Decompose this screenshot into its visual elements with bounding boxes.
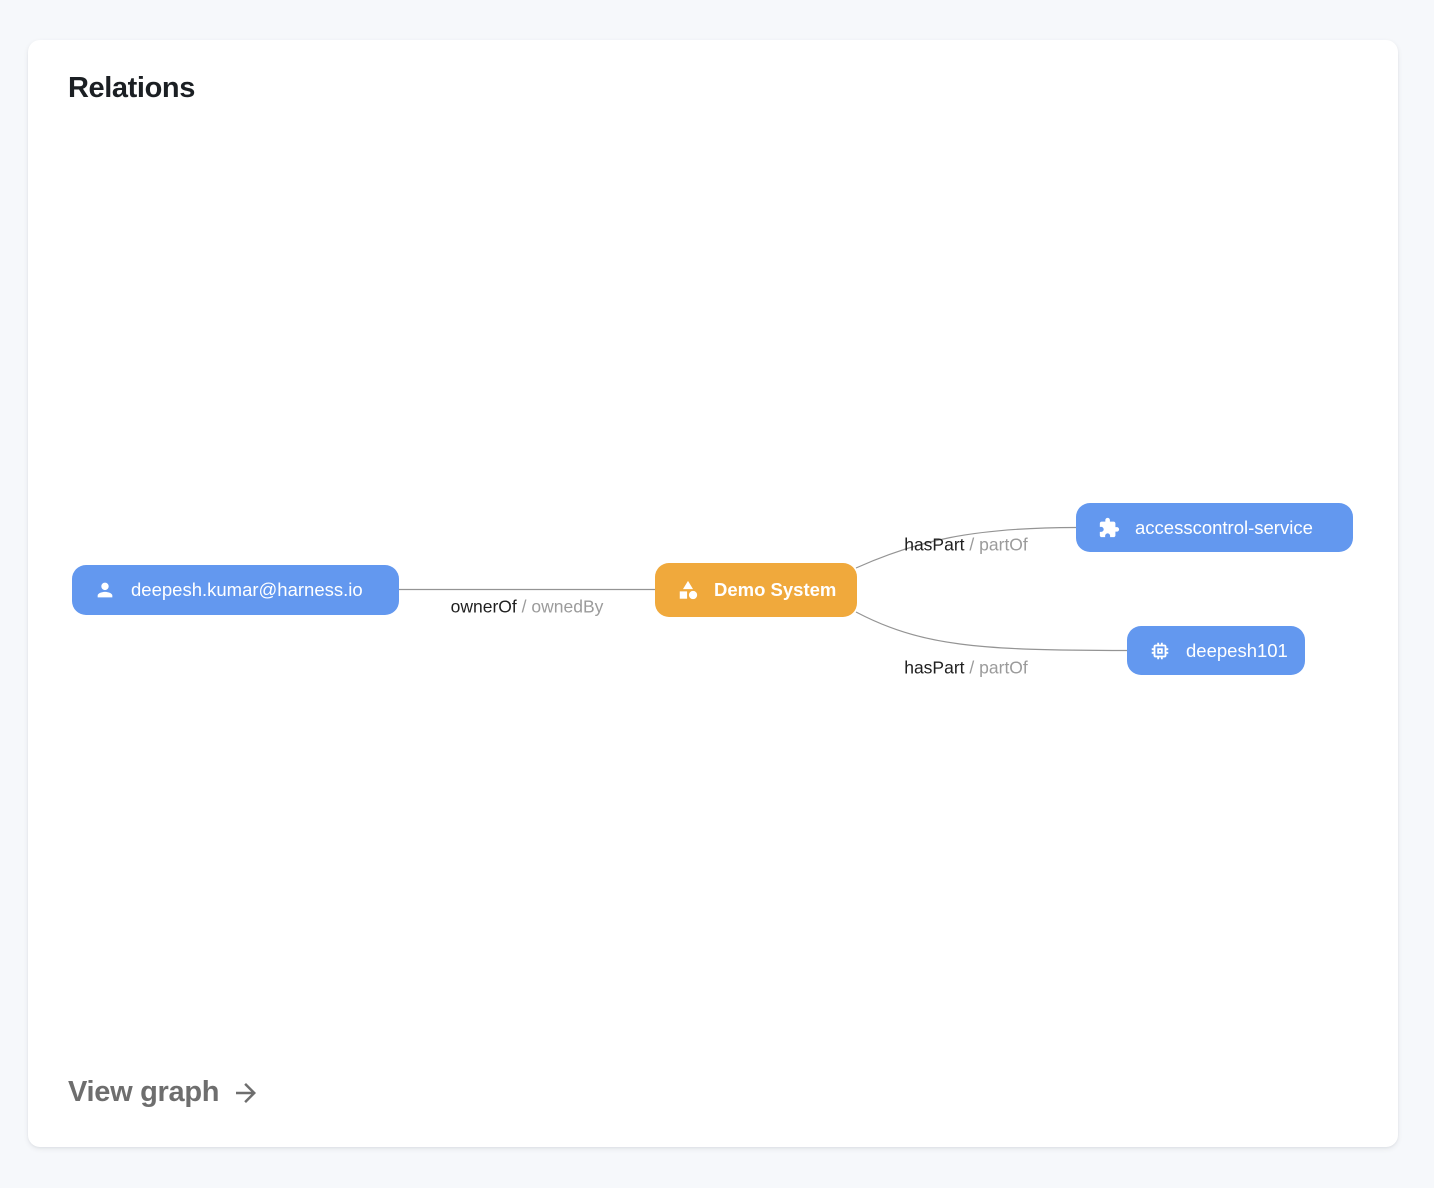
edge-label-primary: hasPart: [904, 534, 965, 555]
extension-icon: [1098, 517, 1120, 539]
view-graph-label: View graph: [68, 1076, 220, 1108]
graph-node-label: Demo System: [714, 579, 837, 600]
edge-haspart-top-line: [855, 526, 1077, 569]
relation-edges: [399, 526, 1128, 652]
edge-label-secondary: ownedBy: [531, 596, 604, 617]
arrow-right-icon: [231, 1078, 261, 1108]
graph-node-label: accesscontrol-service: [1135, 516, 1313, 538]
card-title: Relations: [68, 72, 195, 104]
category-icon: [677, 579, 699, 601]
memory-icon: [1149, 640, 1171, 662]
edge-haspart-bottom-line: [855, 611, 1128, 652]
edge-label-primary: ownerOf: [450, 596, 517, 617]
edge-label-secondary: partOf: [979, 534, 1028, 555]
view-graph-link[interactable]: View graph: [68, 1076, 261, 1109]
graph-node-service[interactable]: accesscontrol-service: [1076, 503, 1353, 552]
relations-card: Relations deepesh.kumar@harness.io Demo …: [28, 40, 1398, 1147]
edge-label-haspart-top: hasPart / partOf: [904, 534, 1028, 555]
graph-node-system[interactable]: Demo System: [655, 563, 857, 617]
graph-node-label: deepesh.kumar@harness.io: [131, 579, 363, 600]
graph-node-resource[interactable]: deepesh101: [1127, 626, 1305, 675]
person-icon: [94, 579, 116, 601]
edge-label-owner: ownerOf / ownedBy: [450, 596, 604, 617]
edge-label-haspart-bottom: hasPart / partOf: [904, 657, 1028, 678]
graph-node-user[interactable]: deepesh.kumar@harness.io: [72, 565, 399, 615]
edge-label-secondary: partOf: [979, 657, 1028, 678]
graph-node-label: deepesh101: [1186, 639, 1288, 661]
edge-label-primary: hasPart: [904, 657, 965, 678]
